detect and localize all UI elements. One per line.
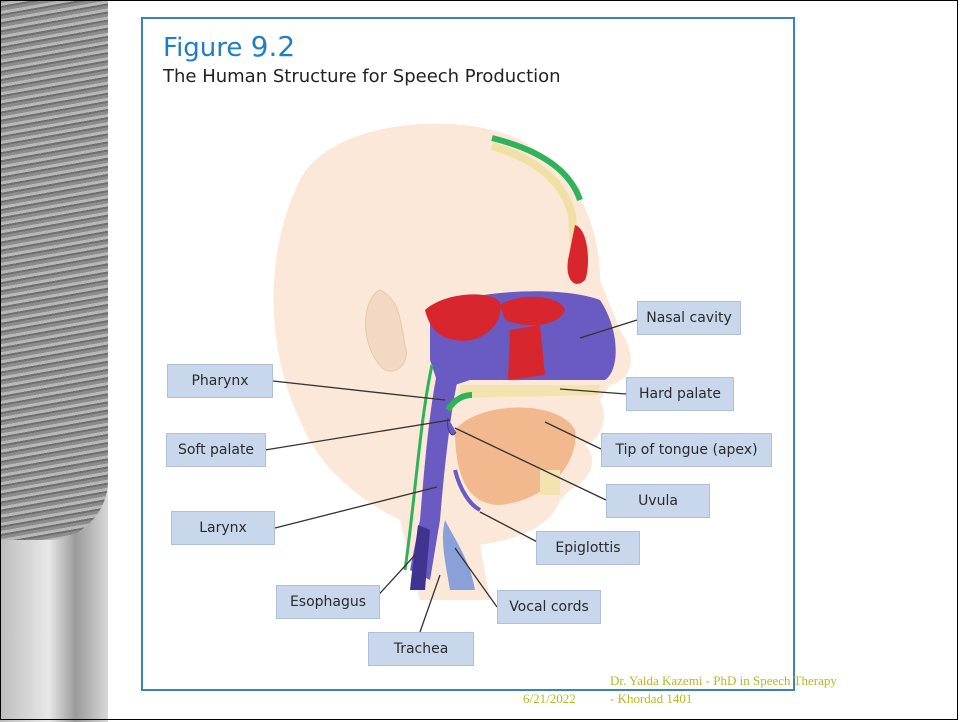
label-nasal-cavity: Nasal cavity [637,301,741,335]
label-soft-palate: Soft palate [166,433,266,467]
footer-author-line2: - Khordad 1401 [610,691,692,707]
footer-author-line1: Dr. Yalda Kazemi - PhD in Speech Therapy [610,673,837,689]
maxillary-sinus [508,325,545,380]
label-hard-palate: Hard palate [626,377,734,411]
label-pharynx: Pharynx [167,364,273,398]
label-larynx: Larynx [171,511,275,545]
label-trachea: Trachea [368,632,474,666]
label-tip-of-tongue: Tip of tongue (apex) [601,433,772,467]
label-uvula: Uvula [606,484,710,518]
label-epiglottis: Epiglottis [536,531,640,565]
footer-date: 6/21/2022 [523,691,576,707]
label-vocal-cords: Vocal cords [497,590,601,624]
label-esophagus: Esophagus [276,585,380,619]
